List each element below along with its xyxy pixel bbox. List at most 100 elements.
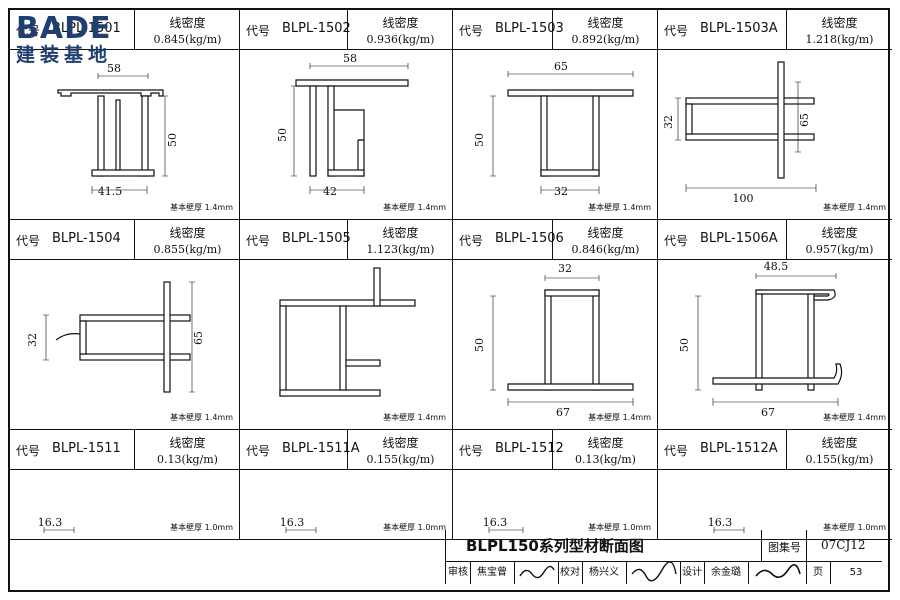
- drawing-sheet: BADE 建装基地 代号 BLPL-1501 线密度 0.845(kg/m) 5…: [8, 8, 892, 592]
- reviewer-name: 焦宝曾: [470, 562, 515, 584]
- dimension-label: 32: [662, 115, 675, 129]
- atlas-label: 图集号: [768, 541, 801, 554]
- dimension-label: 32: [558, 262, 572, 275]
- reviewer-signature: [514, 562, 559, 584]
- wall-thickness: 基本壁厚 1.4mm: [170, 203, 233, 212]
- density-box: 线密度 1.218(kg/m): [786, 10, 892, 49]
- dimension-label: 32: [26, 333, 39, 347]
- profile-section-drawing: 16.315: [483, 516, 524, 533]
- dimension-label: 65: [192, 331, 205, 345]
- profile-header: 代号 BLPL-1502 线密度 0.936(kg/m): [240, 10, 453, 50]
- density-label: 线密度: [821, 16, 858, 30]
- density-box: 线密度 0.845(kg/m): [134, 10, 240, 49]
- profile-section-drawing: 16.318: [708, 516, 745, 533]
- density-box: 线密度 0.936(kg/m): [347, 10, 453, 49]
- density-label: 线密度: [587, 436, 624, 450]
- wall-thickness: 基本壁厚 1.4mm: [823, 203, 886, 212]
- profile-cell-blpl-1511a: 代号 BLPL-1511A 线密度 0.155(kg/m) 16.318基本壁厚…: [240, 430, 453, 540]
- profile-outline: [291, 63, 409, 194]
- check-label: 校对: [558, 562, 583, 584]
- wall-thickness: 基本壁厚 1.0mm: [383, 523, 446, 532]
- code-label: 代号: [459, 24, 484, 38]
- density-value: 0.936(kg/m): [366, 33, 435, 46]
- signature-row: 审核 焦宝曾 校对 杨兴义 设计 余金璐 页 53: [445, 561, 882, 584]
- profile-code: BLPL-1511: [52, 441, 121, 456]
- wall-thickness: 基本壁厚 1.0mm: [823, 523, 886, 532]
- profile-cell-blpl-1512: 代号 BLPL-1512 线密度 0.13(kg/m) 16.315基本壁厚 1…: [453, 430, 658, 540]
- profile-code: BLPL-1506A: [700, 231, 778, 246]
- profile-outline: [490, 275, 634, 406]
- density-box: 线密度 0.155(kg/m): [347, 430, 453, 469]
- profile-header: 代号 BLPL-1504 线密度 0.855(kg/m): [10, 220, 240, 260]
- profile-code: BLPL-1512: [495, 441, 564, 456]
- density-box: 线密度 0.13(kg/m): [552, 430, 658, 469]
- profile-outline: [675, 61, 817, 192]
- profile-cell-blpl-1512a: 代号 BLPL-1512A 线密度 0.155(kg/m) 16.318基本壁厚…: [658, 430, 892, 540]
- density-value: 0.846(kg/m): [571, 243, 640, 256]
- dimension-label: 16.3: [280, 516, 305, 529]
- designer-signature: [748, 562, 807, 584]
- profile-outline: [43, 527, 75, 533]
- density-value: 0.13(kg/m): [575, 453, 636, 466]
- profile-section-drawing: 16.318: [280, 516, 317, 533]
- profile-code: BLPL-1501: [52, 21, 121, 36]
- dimension-label: 16.3: [38, 516, 63, 529]
- density-box: 线密度 0.957(kg/m): [786, 220, 892, 259]
- dimension-label: 65: [798, 113, 811, 127]
- density-box: 线密度 0.892(kg/m): [552, 10, 658, 49]
- density-box: 线密度 0.855(kg/m): [134, 220, 240, 259]
- density-box: 线密度 1.123(kg/m): [347, 220, 453, 259]
- dimension-label: 16.3: [483, 516, 508, 529]
- dimension-label: 42: [323, 185, 337, 198]
- profile-header: 代号 BLPL-1503 线密度 0.892(kg/m): [453, 10, 658, 50]
- dimension-label: 32: [554, 185, 568, 198]
- density-box: 线密度 0.846(kg/m): [552, 220, 658, 259]
- watermark-logo: BADE 建装基地: [16, 14, 112, 67]
- code-label: 代号: [246, 444, 271, 458]
- wall-thickness: 基本壁厚 1.0mm: [170, 523, 233, 532]
- wall-thickness: 基本壁厚 1.4mm: [383, 413, 446, 422]
- profile-code: BLPL-1505: [282, 231, 351, 246]
- title-block-row: BLPL150系列型材断面图 图集号 07CJ12: [445, 530, 882, 562]
- checker-signature: [626, 561, 681, 584]
- code-label: 代号: [246, 24, 271, 38]
- profile-cell-blpl-1511: 代号 BLPL-1511 线密度 0.13(kg/m) 16.318基本壁厚 1…: [10, 430, 240, 540]
- profile-code: BLPL-1504: [52, 231, 121, 246]
- profile-outline: [490, 71, 634, 194]
- design-label: 设计: [680, 562, 705, 584]
- code-label: 代号: [459, 444, 484, 458]
- dimension-label: 58: [343, 52, 357, 65]
- profile-code: BLPL-1512A: [700, 441, 778, 456]
- page-label: 页: [806, 562, 831, 584]
- atlas-number: 07CJ12: [821, 538, 866, 552]
- review-label: 审核: [446, 562, 471, 584]
- profile-header: 代号 BLPL-1506 线密度 0.846(kg/m): [453, 220, 658, 260]
- dimension-label: 50: [473, 133, 486, 147]
- density-label: 线密度: [821, 226, 858, 240]
- dimension-label: 67: [556, 406, 570, 419]
- code-label: 代号: [246, 234, 271, 248]
- profile-code: BLPL-1503: [495, 21, 564, 36]
- density-value: 1.123(kg/m): [366, 243, 435, 256]
- profile-outline: [57, 73, 168, 194]
- density-label: 线密度: [382, 226, 419, 240]
- profile-outline: [43, 281, 195, 393]
- profile-section-drawing: 32 65: [26, 281, 205, 393]
- wall-thickness: 基本壁厚 1.4mm: [588, 413, 651, 422]
- dimension-label: 58: [107, 62, 121, 75]
- profile-header: 代号 BLPL-1505 线密度 1.123(kg/m): [240, 220, 453, 260]
- density-label: 线密度: [382, 16, 419, 30]
- profile-outline: [695, 273, 843, 406]
- drawing-title: BLPL150系列型材断面图: [466, 537, 644, 555]
- wall-thickness: 基本壁厚 1.4mm: [170, 413, 233, 422]
- dimension-label: 48.5: [764, 260, 789, 273]
- density-box: 线密度 0.155(kg/m): [786, 430, 892, 469]
- dimension-label: 50: [678, 338, 691, 352]
- profile-outline: [285, 527, 317, 533]
